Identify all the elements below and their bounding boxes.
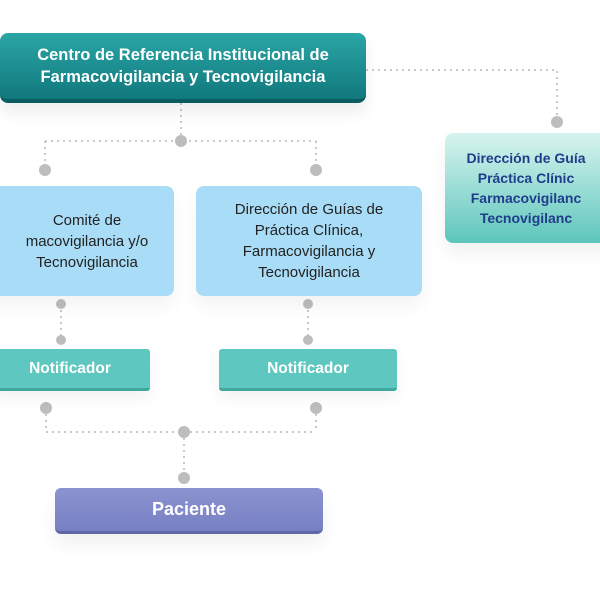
node-paciente: Paciente [55, 488, 323, 534]
node-label: Práctica Clínic [477, 170, 575, 186]
node-direccion-guias-right: Dirección de Guía Práctica Clínic Farmac… [445, 133, 600, 243]
connector-dot [310, 402, 322, 414]
node-label: Paciente [151, 499, 227, 519]
node-comite: Comité de macovigilancia y/o Tecnovigila… [0, 186, 174, 296]
node-label: Notificador [29, 359, 111, 377]
connector-dot [178, 472, 190, 484]
connector-dot [303, 335, 313, 345]
node-label: Tecnovigilancia [258, 264, 360, 281]
node-label: Tecnovigilanc [479, 210, 573, 226]
connector-dot [175, 135, 187, 147]
connector-dot [56, 299, 66, 309]
connector-dot [303, 299, 313, 309]
connector-dot [551, 116, 563, 128]
node-centro-referencia: Centro de Referencia Institucional de Fa… [0, 33, 366, 103]
connector-centro-right [366, 69, 558, 122]
node-label: Centro de Referencia Institucional de [37, 46, 329, 64]
connector-dot [56, 335, 66, 345]
connector-dot [39, 164, 51, 176]
node-label: Tecnovigilancia [36, 253, 138, 271]
connector-dot [40, 402, 52, 414]
node-label: Dirección de Guías de [234, 201, 384, 218]
node-notificador-right: Notificador [219, 349, 397, 391]
node-label: Práctica Clínica, [254, 222, 364, 239]
node-label: Farmacovigilancia y [242, 243, 376, 260]
node-direccion-guias: Dirección de Guías de Práctica Clínica, … [196, 186, 422, 296]
node-label: Comité de [52, 211, 122, 229]
node-notificador-left: Notificador [0, 349, 150, 391]
node-label: Farmacovigilanc [470, 190, 582, 206]
node-label: Farmacovigilancia y Tecnovigilancia [40, 68, 326, 86]
connector-dot [178, 426, 190, 438]
node-label: macovigilancia y/o [25, 232, 149, 250]
node-label: Notificador [267, 359, 349, 377]
connector-dot [310, 164, 322, 176]
node-label: Dirección de Guía [466, 150, 586, 166]
